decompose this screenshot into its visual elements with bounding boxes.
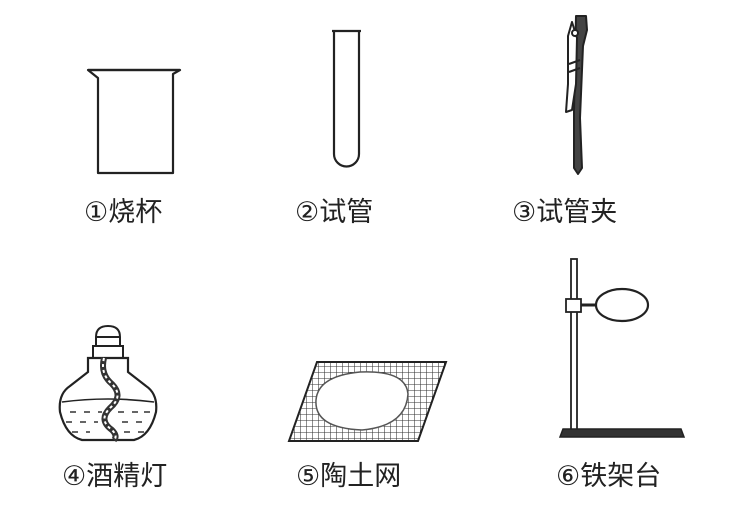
iron-stand-drawing bbox=[558, 258, 686, 438]
test-tube-clamp-drawing bbox=[565, 15, 588, 175]
alcohol-lamp-drawing bbox=[58, 324, 158, 443]
test-tube-clamp-label: ③试管夹 bbox=[512, 197, 618, 228]
ceramic-gauze-drawing bbox=[287, 361, 448, 442]
beaker-drawing bbox=[86, 68, 182, 175]
test-tube-label: ②试管 bbox=[295, 197, 374, 228]
beaker-label: ①烧杯 bbox=[84, 197, 163, 228]
alcohol-lamp-label: ④酒精灯 bbox=[62, 461, 168, 492]
iron-stand-label: ⑥铁架台 bbox=[556, 461, 662, 492]
ceramic-gauze-label: ⑤陶土网 bbox=[296, 461, 402, 492]
test-tube-drawing bbox=[332, 29, 361, 168]
